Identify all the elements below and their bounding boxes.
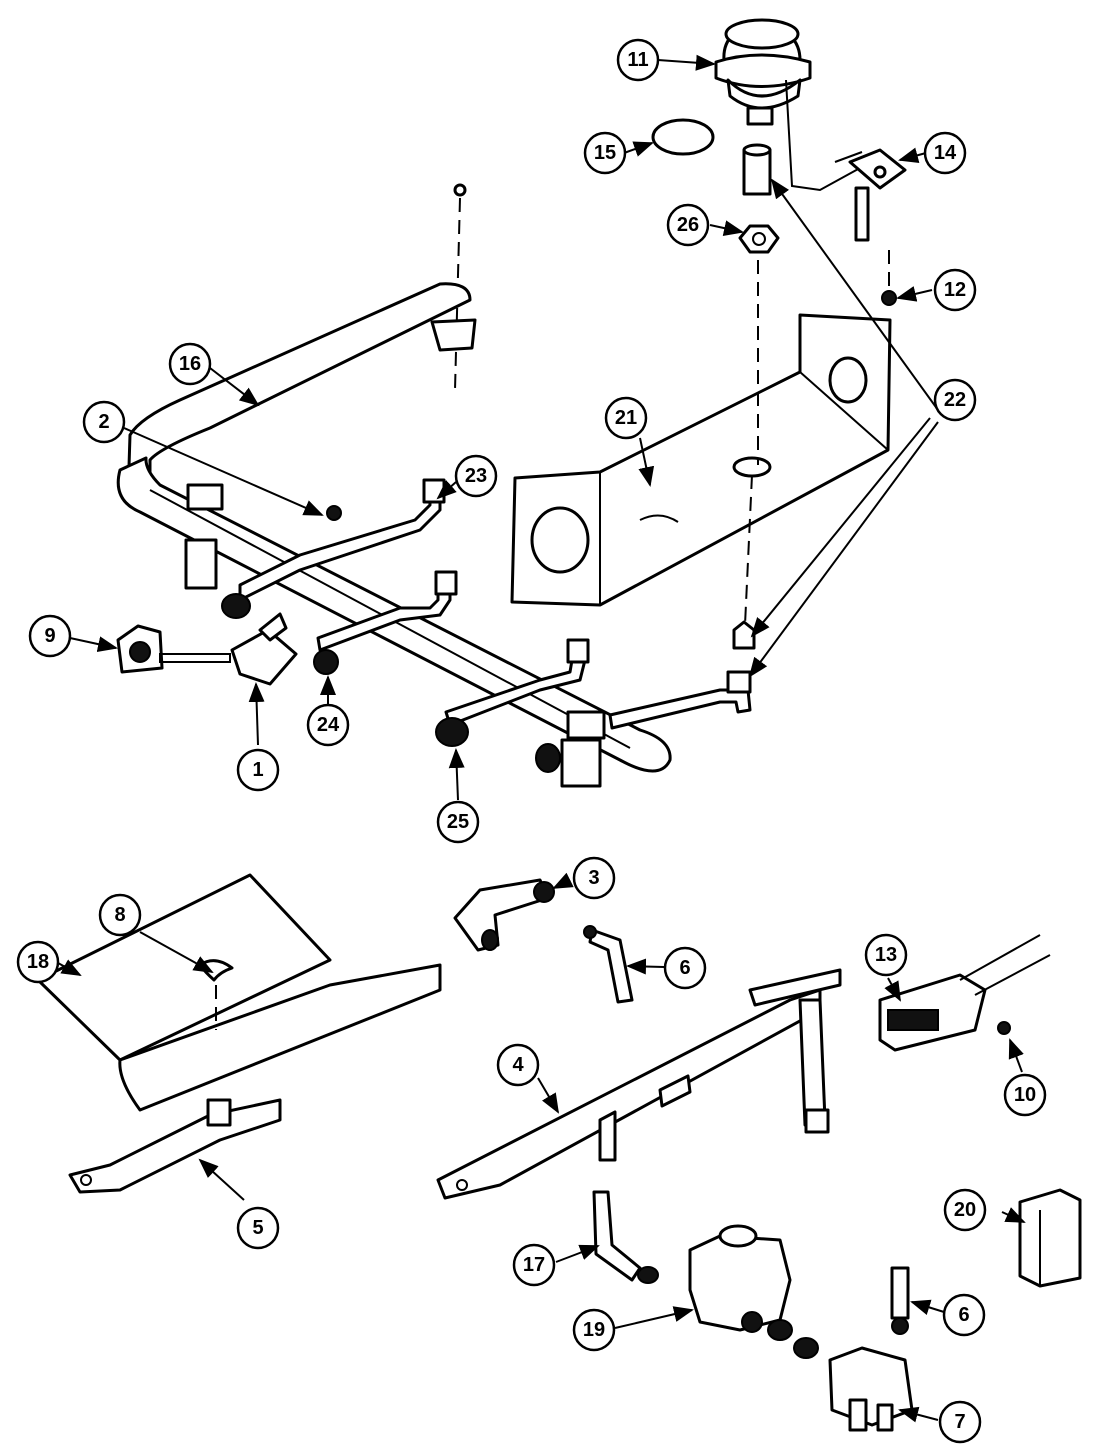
svg-text:24: 24 (317, 714, 340, 736)
callout-9: 9 (28, 614, 72, 658)
gas-valve (828, 1346, 914, 1432)
o-ring (651, 118, 715, 156)
callout-12: 12 (933, 268, 977, 312)
callout-10: 10 (1003, 1073, 1047, 1117)
ignition-switch (878, 934, 1051, 1052)
svg-text:8: 8 (114, 904, 125, 926)
svg-text:15: 15 (594, 142, 616, 164)
screw-12 (881, 250, 897, 306)
lower-bracket (68, 1098, 282, 1194)
callout-3: 3 (572, 856, 616, 900)
svg-text:7: 7 (954, 1411, 965, 1433)
callout-14: 14 (923, 131, 967, 175)
svg-text:10: 10 (1014, 1084, 1036, 1106)
svg-text:22: 22 (944, 389, 966, 411)
callout-18: 18 (16, 940, 60, 984)
callout-13: 13 (864, 933, 908, 977)
svg-text:18: 18 (27, 951, 49, 973)
svg-text:12: 12 (944, 279, 966, 301)
callout-6b: 6 (942, 1293, 986, 1337)
ignitor-assembly (116, 612, 298, 686)
block-part (1018, 1188, 1082, 1288)
svg-text:19: 19 (583, 1319, 605, 1341)
pressure-regulator (688, 1224, 819, 1359)
svg-text:3: 3 (588, 867, 599, 889)
svg-text:25: 25 (447, 811, 469, 833)
callout-17: 17 (512, 1243, 556, 1287)
svg-text:16: 16 (179, 353, 201, 375)
orifice-holder (738, 143, 780, 254)
callout-22: 22 (933, 378, 977, 422)
top-burner (714, 18, 861, 192)
callout-4: 4 (496, 1043, 540, 1087)
svg-text:1: 1 (252, 759, 263, 781)
heat-shield (36, 873, 442, 1112)
svg-text:11: 11 (627, 49, 648, 71)
callout-15: 15 (583, 131, 627, 175)
callout-21: 21 (604, 396, 648, 440)
callout-5: 5 (236, 1206, 280, 1250)
lower-tube (890, 1266, 910, 1335)
svg-text:20: 20 (954, 1199, 976, 1221)
callout-19: 19 (572, 1308, 616, 1352)
callout-6a: 6 (663, 946, 707, 990)
callout-2: 2 (82, 400, 126, 444)
svg-text:6: 6 (679, 957, 690, 979)
callout-25: 25 (436, 800, 480, 844)
upper-tube (583, 925, 634, 1004)
svg-text:4: 4 (512, 1054, 524, 1076)
leader-lines (57, 54, 1026, 1423)
callout-11: 11 (616, 38, 660, 82)
svg-text:26: 26 (677, 214, 699, 236)
callout-7: 7 (938, 1400, 982, 1444)
svg-text:21: 21 (615, 407, 637, 429)
spark-electrode (834, 148, 907, 242)
callout-8: 8 (98, 893, 142, 937)
callout-16: 16 (168, 342, 212, 386)
svg-text:5: 5 (252, 1217, 263, 1239)
svg-text:14: 14 (934, 142, 957, 164)
svg-text:17: 17 (523, 1254, 545, 1276)
burner-support-bracket (126, 183, 477, 502)
callout-20: 20 (943, 1188, 987, 1232)
svg-text:2: 2 (98, 411, 109, 433)
callout-1: 1 (236, 748, 280, 792)
callout-26: 26 (666, 203, 710, 247)
callout-23: 23 (454, 454, 498, 498)
burner-shield (510, 260, 892, 626)
svg-text:9: 9 (44, 625, 55, 647)
flex-tube (592, 1110, 659, 1284)
fittings-nuts (221, 505, 561, 773)
burner-supply-tubes (238, 478, 756, 730)
svg-text:23: 23 (465, 465, 487, 487)
orifice-elbow (453, 878, 555, 952)
svg-text:6: 6 (958, 1304, 969, 1326)
callout-24: 24 (306, 703, 350, 747)
svg-text:13: 13 (875, 944, 897, 966)
lower-manifold (436, 968, 842, 1200)
